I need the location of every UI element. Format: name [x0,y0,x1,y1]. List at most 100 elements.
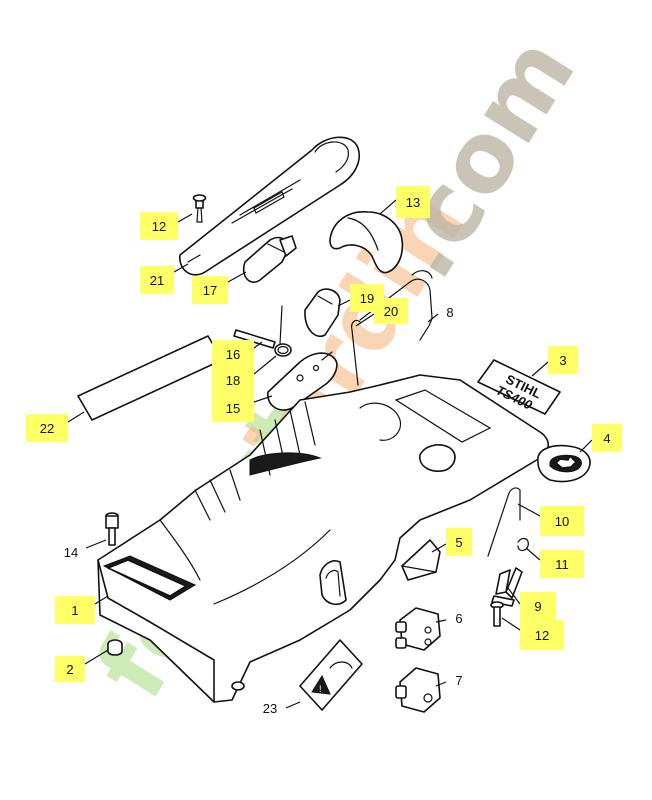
callout-9: 9 [507,587,556,620]
part-4-grommet [537,444,591,483]
callout-7: 7 [435,673,463,688]
callout-12a-leader [177,213,193,223]
callout-12a-label: 12 [152,219,166,234]
part-6-switch [395,607,441,651]
callout-2: 2 [55,649,109,682]
callout-13-highlight [396,186,430,218]
callout-18: 18 [212,355,277,394]
callout-23: 23 [263,701,301,716]
callout-8-label: 8 [446,305,453,320]
callout-6-leader [435,619,447,623]
callout-3-highlight [548,346,578,374]
callout-23-leader [285,701,301,709]
callout-4-leader [579,439,593,453]
callout-1-label: 1 [71,603,78,618]
callout-5: 5 [431,528,472,556]
callout-12b-label: 12 [535,628,549,643]
part-14-bolt [105,512,119,546]
callout-20-leader [355,313,375,327]
callout-22-leader [67,411,85,423]
part-16-pin [233,329,276,349]
callout-12b-highlight [520,620,564,650]
part-18-spring [274,305,292,357]
callout-22: 22 [26,411,85,442]
callout-22-label: 22 [40,421,54,436]
part-10-spring [487,487,521,557]
callout-21-highlight [140,266,174,294]
callout-18-label: 18 [226,373,240,388]
callout-11-label: 11 [555,557,569,572]
callout-15-leader [253,395,273,403]
callout-21: 21 [140,263,189,294]
part-8-spring [359,270,433,341]
part-13-cap [329,211,404,274]
callout-9-label: 9 [534,599,541,614]
part-15-trigger [267,351,338,411]
callout-1: 1 [55,595,109,624]
callout-16: 16 [212,340,263,368]
callout-14-label: 14 [64,545,78,560]
callout-6-label: 6 [455,611,462,626]
callout-16-label: 16 [226,347,240,362]
callout-21-label: 21 [150,273,164,288]
callout-7-label: 7 [455,673,462,688]
part-21-handle [179,136,360,276]
callout-19-leader [337,299,351,307]
callout-17-label: 17 [203,283,217,298]
callout-13: 13 [379,186,430,218]
callout-20-label: 20 [384,304,398,319]
callout-18-highlight [212,366,254,394]
part-3-decal: STIHL TS400 [477,359,561,415]
callout-15-highlight [212,394,254,422]
callout-12b-leader [501,617,521,631]
callout-11: 11 [525,547,584,578]
callout-12a: 12 [140,212,193,240]
part-19-lever [304,288,341,337]
callout-11-leader [525,547,541,561]
callout-9-highlight [520,592,556,620]
part-17-clip [242,235,297,283]
callout-5-highlight [446,528,472,556]
callout-20: 20 [355,298,408,327]
callout-3: 3 [531,346,578,377]
part-11-spring [517,537,529,552]
svg-text:!: ! [319,684,322,694]
part-12-screw-top [192,194,207,223]
callout-20-highlight [374,298,408,324]
part-22-label-sheet [77,335,223,421]
part-5-pad [401,539,441,581]
callout-5-label: 5 [455,535,462,550]
callout-11-highlight [540,550,584,578]
callout-15: 15 [212,394,273,422]
callout-10-highlight [540,506,584,536]
part-23-warning-sticker: ! [299,639,363,711]
callout-5-leader [431,543,447,553]
callout-13-label: 13 [406,195,420,210]
callout-23-label: 23 [263,701,277,716]
callout-12b: 12 [501,617,564,650]
callout-1-highlight [55,596,95,624]
part-12-screw-bottom [490,601,504,627]
callout-3-label: 3 [559,353,566,368]
callout-18-leader [253,355,277,375]
callout-3-leader [531,361,549,377]
callout-2-label: 2 [66,662,73,677]
callout-14-leader [85,539,107,549]
callout-2-highlight [55,656,85,682]
callout-17: 17 [192,271,247,304]
callout-2-leader [84,649,109,665]
callout-6: 6 [435,611,463,626]
callout-10-leader [517,503,541,517]
callout-17-highlight [192,276,228,304]
callout-16-leader [253,341,263,349]
callout-15-label: 15 [226,401,240,416]
part-7-plug [395,667,441,713]
callout-7-leader [435,681,447,687]
part-20-rod [351,319,361,386]
callout-13-leader [379,199,397,215]
callout-21-leader [173,263,189,273]
callout-22-highlight [26,414,68,442]
callout-14: 14 [64,539,107,560]
